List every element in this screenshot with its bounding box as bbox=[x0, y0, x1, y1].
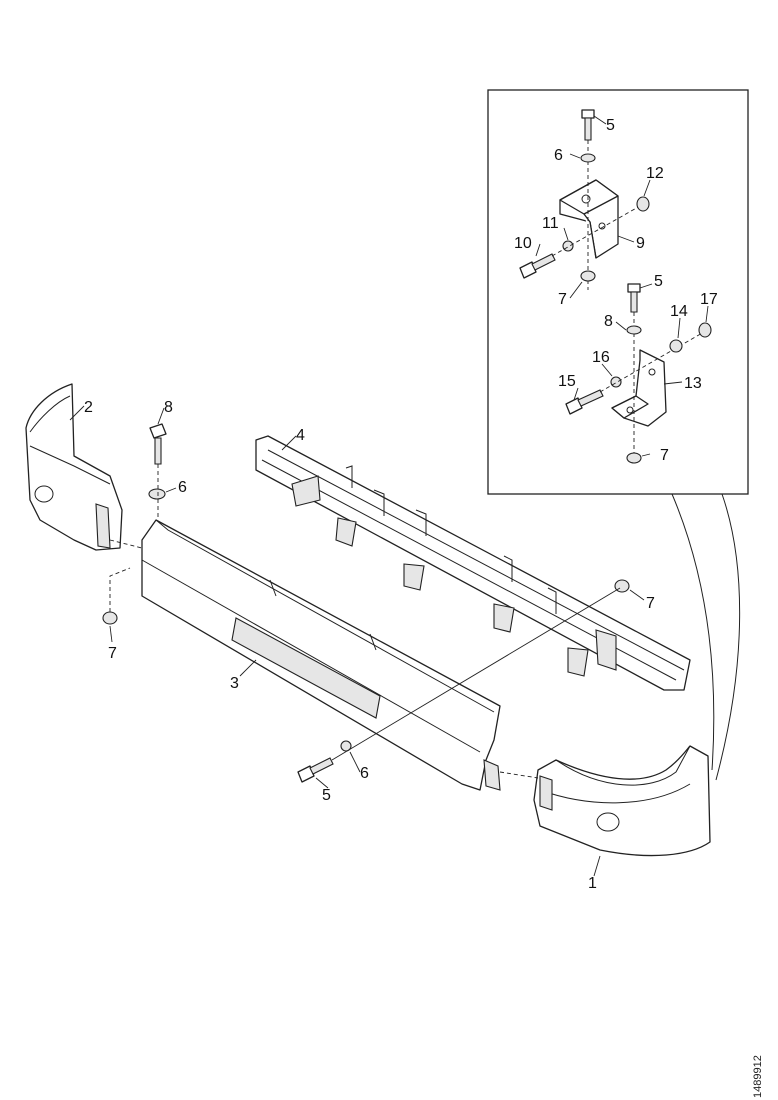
callout-1: 1 bbox=[588, 875, 597, 892]
callout-16: 16 bbox=[592, 349, 610, 366]
washer-16 bbox=[610, 376, 622, 388]
callout-6-inset-top: 6 bbox=[554, 147, 563, 164]
callout-5-inset-mid: 5 bbox=[654, 273, 663, 290]
drawing-code: 1489912 bbox=[752, 1055, 764, 1098]
callout-6-left: 6 bbox=[178, 479, 187, 496]
callout-2: 2 bbox=[84, 399, 93, 416]
end-cap-2 bbox=[25, 383, 123, 551]
washer-14 bbox=[669, 339, 683, 353]
end-cap-1 bbox=[533, 745, 711, 857]
axis-line bbox=[599, 331, 705, 393]
detail-inset-frame bbox=[487, 89, 749, 495]
washer-6-left bbox=[148, 488, 166, 500]
bracket-13 bbox=[611, 349, 667, 427]
callout-11: 11 bbox=[542, 215, 559, 232]
callout-9: 9 bbox=[636, 235, 645, 252]
bumper-beam-4 bbox=[255, 435, 691, 691]
callout-8-inset: 8 bbox=[604, 313, 613, 330]
bolt-15 bbox=[565, 389, 604, 415]
nut-17 bbox=[698, 322, 712, 338]
bracket-9 bbox=[559, 179, 619, 259]
inset-connector bbox=[671, 493, 715, 771]
bolt-5-inset-mid bbox=[627, 283, 641, 313]
bolt-8 bbox=[149, 423, 167, 465]
axis-line bbox=[109, 567, 131, 612]
washer-6-front bbox=[340, 740, 352, 752]
callout-7-right: 7 bbox=[646, 595, 655, 612]
nut-7-left bbox=[102, 611, 118, 625]
callout-13: 13 bbox=[684, 375, 702, 392]
leader-lines bbox=[69, 115, 709, 877]
callout-14: 14 bbox=[670, 303, 688, 320]
axis-line bbox=[331, 587, 621, 761]
axis-line bbox=[499, 771, 539, 779]
nut-7-inset bbox=[580, 270, 596, 282]
bolt-5-front bbox=[297, 757, 334, 783]
nut-7-inset-2 bbox=[626, 452, 642, 464]
washer-6-inset bbox=[580, 153, 596, 163]
callout-15: 15 bbox=[558, 373, 576, 390]
callout-7-inset-top: 7 bbox=[558, 291, 567, 308]
bolt-10 bbox=[519, 253, 556, 279]
callout-5-inset-top: 5 bbox=[606, 117, 615, 134]
callout-7-left: 7 bbox=[108, 645, 117, 662]
callout-8-main: 8 bbox=[164, 399, 173, 416]
washer-11 bbox=[562, 240, 574, 252]
washer-6-inset-2 bbox=[626, 325, 642, 335]
callout-3: 3 bbox=[230, 675, 239, 692]
callout-17: 17 bbox=[700, 291, 718, 308]
inset-connector bbox=[715, 493, 741, 781]
callout-5-front: 5 bbox=[322, 787, 331, 804]
axis-line bbox=[551, 205, 641, 257]
callout-10: 10 bbox=[514, 235, 532, 252]
bolt-5-inset-top bbox=[581, 109, 595, 141]
callout-6-front: 6 bbox=[360, 765, 369, 782]
callout-4: 4 bbox=[296, 427, 305, 444]
callout-7-inset-bottom: 7 bbox=[660, 447, 669, 464]
callout-12: 12 bbox=[646, 165, 664, 182]
axis-line bbox=[109, 539, 143, 549]
bumper-bar-3 bbox=[141, 519, 501, 791]
callout-labels: 2 4 3 1 8 6 7 7 5 6 5 6 12 11 10 9 7 5 8… bbox=[84, 117, 718, 892]
nut-12 bbox=[636, 196, 650, 212]
